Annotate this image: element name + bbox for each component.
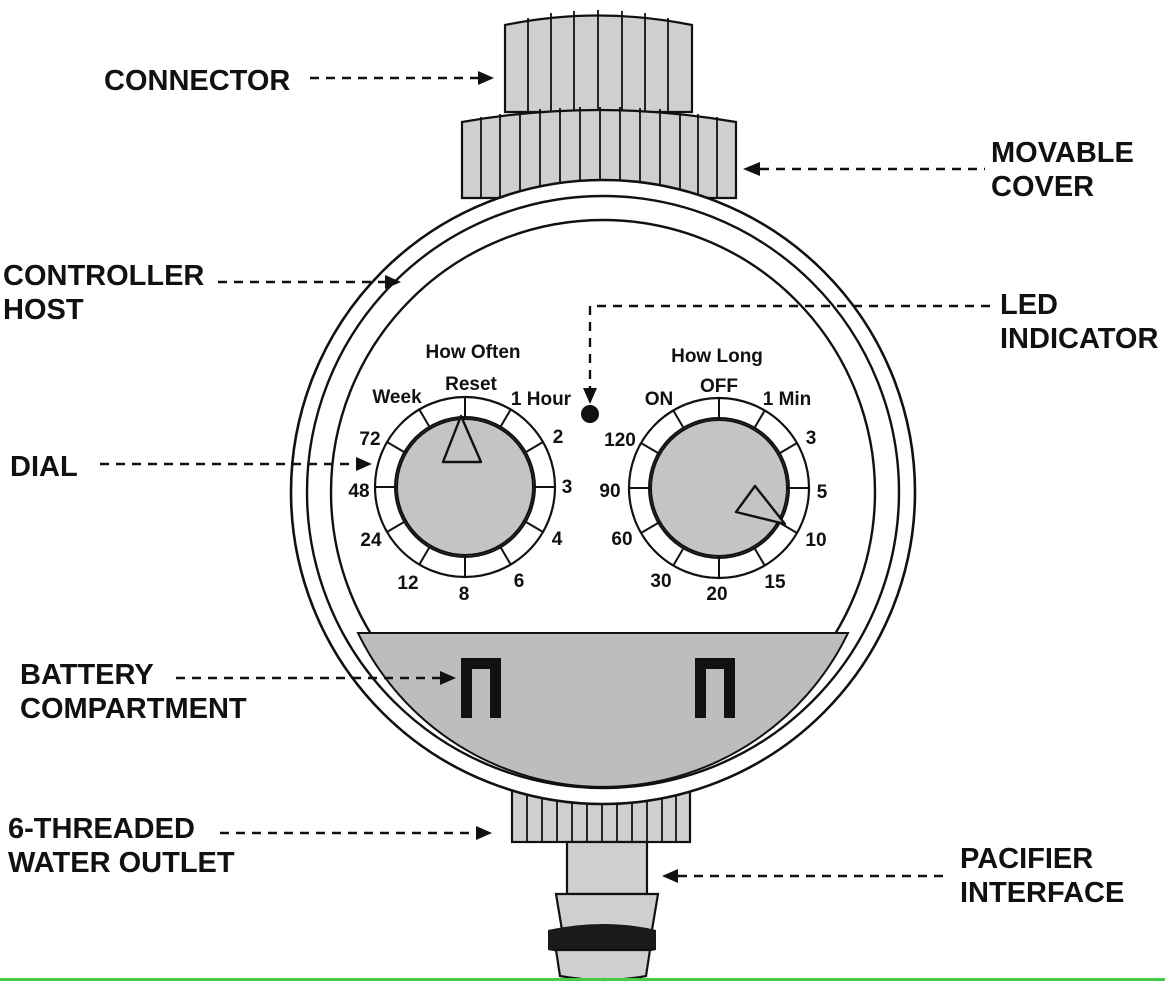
right-tick-label: 1 Min (763, 389, 812, 410)
movable-cover-part (460, 107, 738, 200)
label-led-indicator: LED INDICATOR (1000, 289, 1158, 355)
right-tick-label: 15 (764, 572, 786, 593)
battery-latch-right (695, 658, 735, 718)
right-tick-label: 3 (806, 428, 817, 449)
right-tick-label: OFF (700, 376, 738, 397)
left-tick-label: 12 (397, 573, 418, 594)
right-tick-label: 5 (817, 482, 828, 503)
left-tick-label: 24 (360, 530, 382, 551)
label-movable-cover: MOVABLE COVER (991, 137, 1142, 203)
pacifier-interface-part (548, 840, 660, 982)
label-battery-compartment: BATTERY COMPARTMENT (20, 659, 247, 725)
connector-part (503, 10, 694, 114)
right-tick-label: ON (645, 389, 674, 410)
left-tick-label: 4 (552, 529, 563, 550)
left-dial-pointer (441, 414, 483, 464)
bottom-border-line (0, 978, 1165, 981)
right-dial-pointer (734, 484, 787, 526)
led-indicator (581, 405, 599, 423)
left-tick-label: 2 (553, 427, 564, 448)
right-dial-title: How Long (671, 346, 763, 367)
left-tick-label: 3 (562, 477, 573, 498)
left-dial[interactable] (373, 395, 557, 579)
left-dial-labels: How Often Reset Week 1 Hour 72 2 48 3 24… (348, 342, 572, 605)
label-dial: DIAL (10, 451, 78, 483)
callout-arrows (100, 71, 990, 883)
battery-compartment (356, 632, 850, 788)
right-dial[interactable] (627, 396, 811, 580)
left-tick-label: 1 Hour (511, 389, 572, 410)
right-tick-label: 90 (599, 481, 620, 502)
label-controller-host: CONTROLLER HOST (3, 260, 212, 326)
right-tick-label: 120 (604, 430, 636, 451)
right-tick-label: 10 (805, 530, 826, 551)
right-dial-labels: How Long ON OFF 1 Min 120 3 90 5 60 10 3… (599, 346, 827, 605)
left-tick-label: 8 (459, 584, 470, 605)
right-tick-label: 20 (706, 584, 727, 605)
label-pacifier-interface: PACIFIER INTERFACE (960, 843, 1124, 909)
right-tick-label: 30 (650, 571, 671, 592)
label-water-outlet: 6-THREADED WATER OUTLET (8, 813, 235, 879)
left-tick-label: 48 (348, 481, 369, 502)
right-tick-label: 60 (611, 529, 632, 550)
label-connector: CONNECTOR (104, 65, 290, 97)
battery-latch-left (461, 658, 501, 718)
left-tick-label: 6 (514, 571, 525, 592)
left-dial-title: How Often (426, 342, 521, 363)
left-tick-label: 72 (359, 429, 380, 450)
left-dial-reset: Reset (445, 374, 497, 395)
left-tick-label: Week (372, 387, 422, 408)
